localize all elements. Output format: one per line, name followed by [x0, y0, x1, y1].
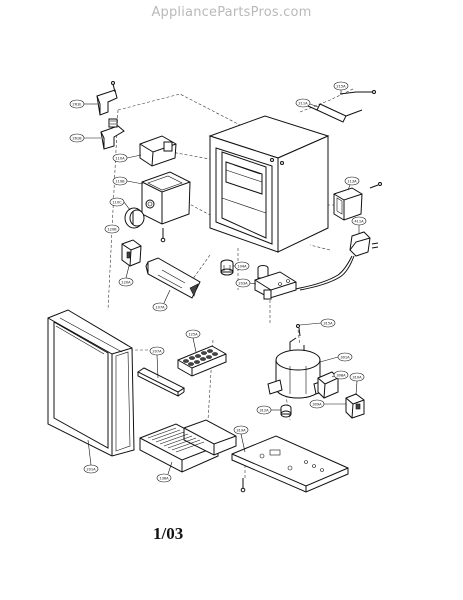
compressor-grommet: [280, 404, 292, 418]
defrost-sensor: [307, 90, 376, 123]
part-callouts: 261E 261B 110A 110B 110C 120A 120B 125A …: [69, 81, 367, 483]
callout-125A: 125A: [185, 329, 201, 353]
door-shelf-bar: [137, 367, 185, 397]
relay-box: [333, 182, 382, 221]
thermostat-knob: [124, 207, 145, 229]
callout-107A: 107A: [152, 289, 171, 312]
callout-312A: 312A: [256, 405, 281, 415]
svg-text:411A: 411A: [354, 219, 364, 223]
bottom-hinge-bracket: [100, 118, 125, 150]
control-box: [141, 171, 191, 243]
refrigerator-cabinet: [208, 115, 330, 253]
callout-113A: 113A: [344, 176, 360, 191]
callout-309A: 309A: [309, 399, 346, 409]
callout-310A: 310A: [349, 372, 365, 396]
power-cord: [295, 231, 379, 291]
svg-text:261B: 261B: [72, 136, 82, 140]
callout-201A: 201A: [83, 439, 99, 474]
callout-308A: 308A: [331, 370, 349, 380]
svg-text:125A: 125A: [188, 332, 198, 336]
svg-text:113A: 113A: [347, 179, 357, 183]
callout-120B: 120B: [104, 224, 120, 234]
svg-text:215A: 215A: [336, 84, 346, 88]
svg-text:110C: 110C: [112, 200, 122, 204]
drip-tray: [139, 419, 237, 473]
svg-text:107A: 107A: [155, 305, 165, 309]
callout-261E: 261E: [69, 99, 98, 109]
svg-text:319A: 319A: [236, 428, 246, 432]
svg-text:120A: 120A: [121, 280, 131, 284]
callout-207A: 207A: [149, 346, 165, 379]
callout-315A: 315A: [299, 318, 336, 328]
svg-text:309A: 309A: [312, 402, 322, 406]
callout-110A: 110A: [112, 153, 142, 163]
callout-136A: 136A: [156, 461, 173, 483]
svg-text:203A: 203A: [238, 281, 248, 285]
leveling-foot: [220, 259, 234, 276]
callout-110B: 110B: [112, 176, 144, 186]
svg-text:310A: 310A: [352, 375, 362, 379]
svg-text:110B: 110B: [115, 179, 125, 183]
page-number: 1/03: [153, 524, 184, 543]
start-relay: [345, 393, 365, 419]
svg-text:201A: 201A: [86, 467, 96, 471]
thermostat-bracket: [139, 135, 177, 167]
top-hinge-bracket: [96, 81, 118, 116]
lamp-socket: [121, 239, 142, 267]
svg-text:308A: 308A: [336, 373, 346, 377]
svg-text:104A: 104A: [237, 264, 247, 268]
callout-261B: 261B: [69, 133, 101, 143]
callout-301A: 301A: [319, 352, 353, 363]
callout-211A: 211A: [295, 98, 319, 108]
callout-120A: 120A: [118, 265, 134, 287]
callout-319A: 319A: [233, 425, 249, 453]
svg-text:207A: 207A: [152, 349, 162, 353]
callout-215A: 215A: [333, 81, 349, 94]
lamp-cover: [145, 257, 201, 299]
compressor-base-plate: [231, 435, 349, 493]
callout-411A: 411A: [351, 216, 367, 233]
refrigerator-door: [47, 309, 135, 457]
callout-110C: 110C: [109, 197, 131, 211]
svg-text:301A: 301A: [340, 355, 350, 359]
svg-text:120B: 120B: [107, 227, 117, 231]
svg-text:261E: 261E: [72, 102, 82, 106]
rear-bracket: [254, 265, 297, 300]
svg-text:312A: 312A: [259, 408, 269, 412]
callout-104A: 104A: [233, 261, 250, 271]
svg-text:315A: 315A: [323, 321, 333, 325]
ice-cube-tray: [177, 345, 227, 377]
svg-text:110A: 110A: [115, 156, 125, 160]
overload-relay: [317, 371, 339, 399]
svg-text:211A: 211A: [298, 101, 308, 105]
callout-203A: 203A: [235, 278, 257, 288]
compressor: [267, 324, 329, 399]
site-watermark: AppliancePartsPros.com: [151, 5, 312, 20]
svg-text:136A: 136A: [159, 476, 169, 480]
